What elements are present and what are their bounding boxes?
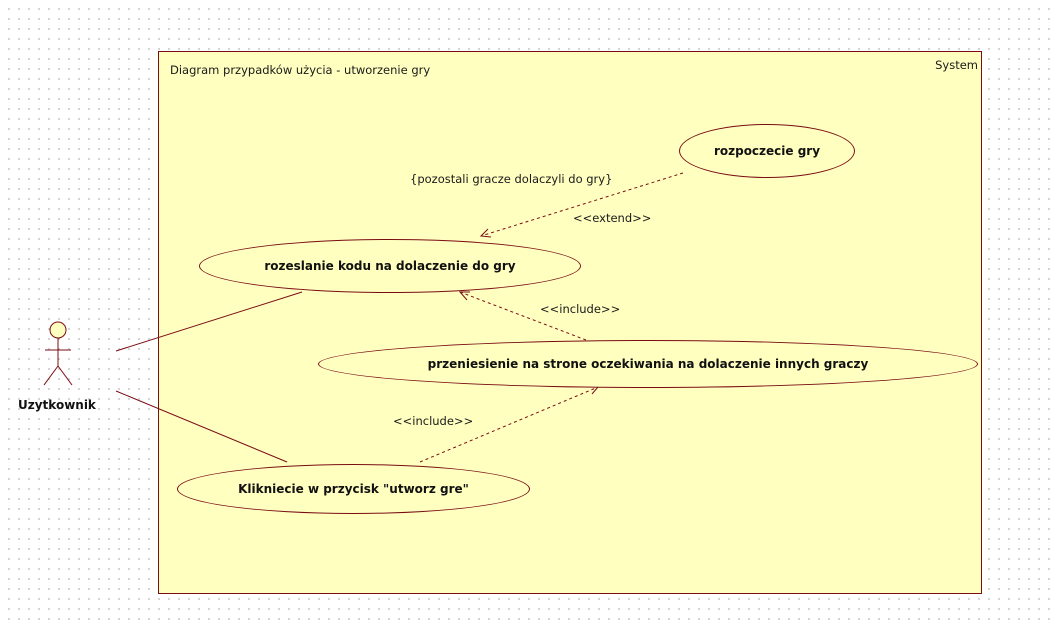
usecase-wait-page[interactable]: przeniesienie na strone oczekiwania na d… — [318, 340, 978, 388]
extend-label: <<extend>> — [573, 211, 652, 225]
include-label-1: <<include>> — [540, 302, 621, 316]
usecase-wait-page-label: przeniesienie na strone oczekiwania na d… — [427, 357, 869, 371]
actor-stick-figure — [43, 321, 73, 386]
usecase-send-code[interactable]: rozeslanie kodu na dolaczenie do gry — [199, 239, 581, 293]
extend-arrowhead — [479, 228, 492, 238]
actor-name: Uzytkownik — [18, 398, 96, 412]
diagram-title: Diagram przypadków użycia - utworzenie g… — [170, 63, 431, 77]
usecase-click-button[interactable]: Klikniecie w przycisk "utworz gre" — [177, 464, 530, 514]
system-label: System — [935, 58, 978, 72]
include-label-2: <<include>> — [393, 414, 474, 428]
extend-connector — [480, 172, 684, 237]
include-arrowhead-1 — [458, 291, 470, 301]
include-connector-2 — [419, 386, 599, 463]
association-send-code — [115, 291, 303, 352]
usecase-start-game[interactable]: rozpoczecie gry — [679, 124, 855, 178]
include-connector-1 — [459, 291, 587, 341]
association-click-button — [115, 390, 288, 463]
guard-condition-label: {pozostali gracze dolaczyli do gry} — [410, 172, 613, 186]
usecase-start-game-label: rozpoczecie gry — [713, 144, 821, 158]
usecase-click-button-label: Klikniecie w przycisk "utworz gre" — [238, 482, 469, 496]
usecase-send-code-label: rozeslanie kodu na dolaczenie do gry — [264, 259, 516, 273]
